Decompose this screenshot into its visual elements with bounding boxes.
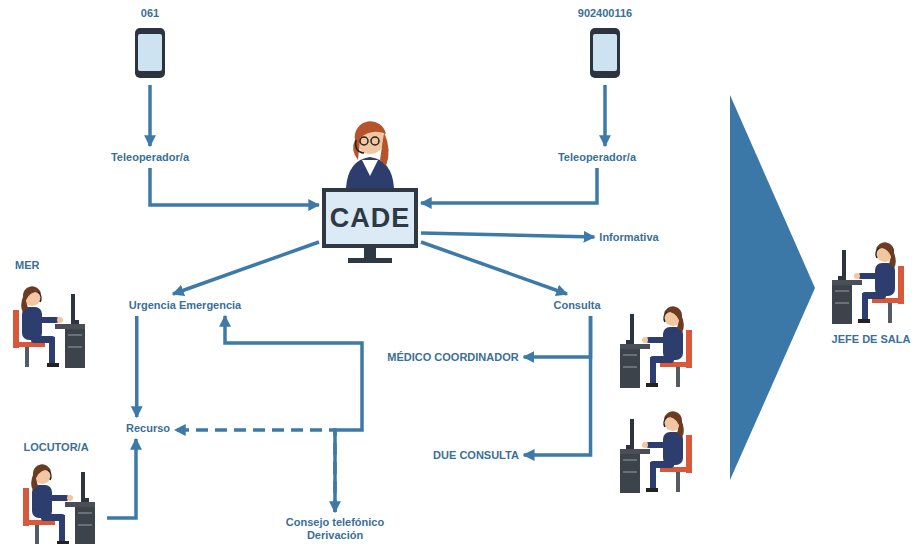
flow-arrow (524, 316, 591, 357)
node-text: Urgencia Emergencia (129, 298, 242, 312)
flow-label: Consejo telefónico Derivación (270, 515, 400, 543)
phone-icon (590, 28, 620, 78)
role-label: JEFE DE SALA (828, 234, 914, 346)
node-text: 902400116 (578, 6, 632, 20)
cade-screen: CADE (322, 188, 418, 248)
node-text: 061 (141, 6, 159, 20)
flow-label: Recurso (124, 420, 172, 436)
node-text: MER (15, 258, 39, 272)
flow-arrow (173, 242, 319, 294)
node-text: JEFE DE SALA (832, 332, 911, 346)
role-label: DUE CONSULTA (431, 447, 521, 463)
operator-label: Teleoperador/a (109, 149, 191, 165)
node-text: Consulta (553, 298, 600, 312)
flow-arrow (148, 85, 152, 146)
flow-arrow (603, 85, 607, 146)
flow-arrow (421, 242, 567, 294)
flow-label: Informativa (597, 229, 660, 245)
doctor-figure (620, 306, 692, 388)
direction-triangle (730, 95, 815, 480)
flow-arrow (150, 168, 319, 205)
flow-arrow (225, 316, 362, 512)
flow-arrow (421, 168, 597, 203)
flow-arrow (107, 439, 136, 518)
node-text: Informativa (599, 230, 658, 244)
flow-arrow (421, 233, 594, 237)
flow-label: Consulta (551, 297, 602, 313)
phone-icon (135, 28, 165, 78)
node-text: LOCUTOR/A (23, 440, 88, 454)
phone-label: 061 (125, 6, 175, 82)
node-text: MÉDICO COORDINADOR (387, 350, 518, 364)
operator-label: Teleoperador/a (556, 149, 638, 165)
phone-label: 902400116 (565, 6, 645, 82)
role-label: MÉDICO COORDINADOR (385, 349, 520, 365)
node-text: Teleoperador/a (111, 150, 189, 164)
flow-label: Urgencia Emergencia (127, 297, 244, 313)
node-text: Teleoperador/a (558, 150, 636, 164)
role-label: LOCUTOR/A (8, 440, 104, 544)
announcer-figure (23, 464, 95, 544)
supervisor-figure (832, 242, 904, 324)
operator-figure (346, 121, 394, 188)
flow-arrow (175, 430, 335, 512)
node-text: CADE (330, 203, 411, 233)
role-label: MER (3, 258, 81, 372)
mer-figure (13, 286, 85, 368)
node-text: Recurso (126, 421, 170, 435)
flow-arrow (524, 316, 591, 455)
nurse-figure (620, 411, 692, 493)
node-text: Consejo telefónico Derivación (272, 516, 398, 542)
flow-arrow (135, 316, 139, 417)
monitor-stand (364, 248, 376, 258)
node-text: DUE CONSULTA (433, 448, 519, 462)
